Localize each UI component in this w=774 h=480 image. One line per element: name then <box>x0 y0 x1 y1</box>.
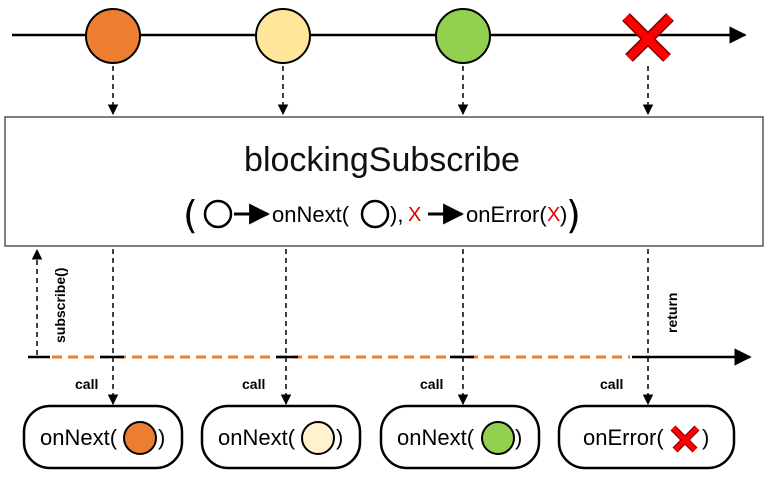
call-label: call <box>600 376 623 392</box>
svg-text:): ) <box>560 202 567 227</box>
svg-text:onError(: onError( <box>583 425 664 450</box>
item-green-marble <box>435 8 491 64</box>
svg-text:onNext(: onNext( <box>218 425 296 450</box>
error-x-small-icon <box>670 425 700 453</box>
callback-on-next-yellow: onNext( ) <box>200 404 362 470</box>
svg-text:onNext(: onNext( <box>397 425 475 450</box>
callback-on-next-green: onNext( ) <box>379 404 541 470</box>
svg-text:X: X <box>547 204 560 226</box>
svg-text:): ) <box>515 425 522 450</box>
green-marble-icon <box>481 421 515 455</box>
svg-text:): ) <box>158 425 165 450</box>
generic-item-circle <box>203 199 233 229</box>
call-label: call <box>420 376 443 392</box>
subscribe-label: subscribe() <box>52 268 68 343</box>
call-label: call <box>75 376 98 392</box>
svg-text:): ) <box>566 193 581 237</box>
svg-text:),: ), <box>390 202 403 227</box>
callback-on-error: onError( ) <box>557 404 736 470</box>
yellow-marble-icon <box>301 421 335 455</box>
operator-box <box>4 116 764 247</box>
svg-text:onNext(: onNext( <box>40 425 118 450</box>
orange-marble-icon <box>123 421 157 455</box>
item-yellow-marble <box>255 8 311 64</box>
callback-on-next-orange: onNext( ) <box>22 404 184 470</box>
operator-title: blockingSubscribe <box>244 141 520 179</box>
svg-text:onError(: onError( <box>466 202 547 227</box>
error-x-icon <box>622 13 674 62</box>
svg-text:X: X <box>408 204 421 226</box>
svg-text:): ) <box>336 425 343 450</box>
svg-text:(: ( <box>183 193 198 237</box>
operator-signature: ( onNext( ), X onError( X ) ) <box>183 193 581 237</box>
return-label: return <box>664 293 680 333</box>
call-label: call <box>242 376 265 392</box>
item-orange-marble <box>85 8 141 64</box>
svg-text:onNext(: onNext( <box>272 202 350 227</box>
svg-text:): ) <box>702 425 709 450</box>
generic-item-circle <box>360 199 390 229</box>
